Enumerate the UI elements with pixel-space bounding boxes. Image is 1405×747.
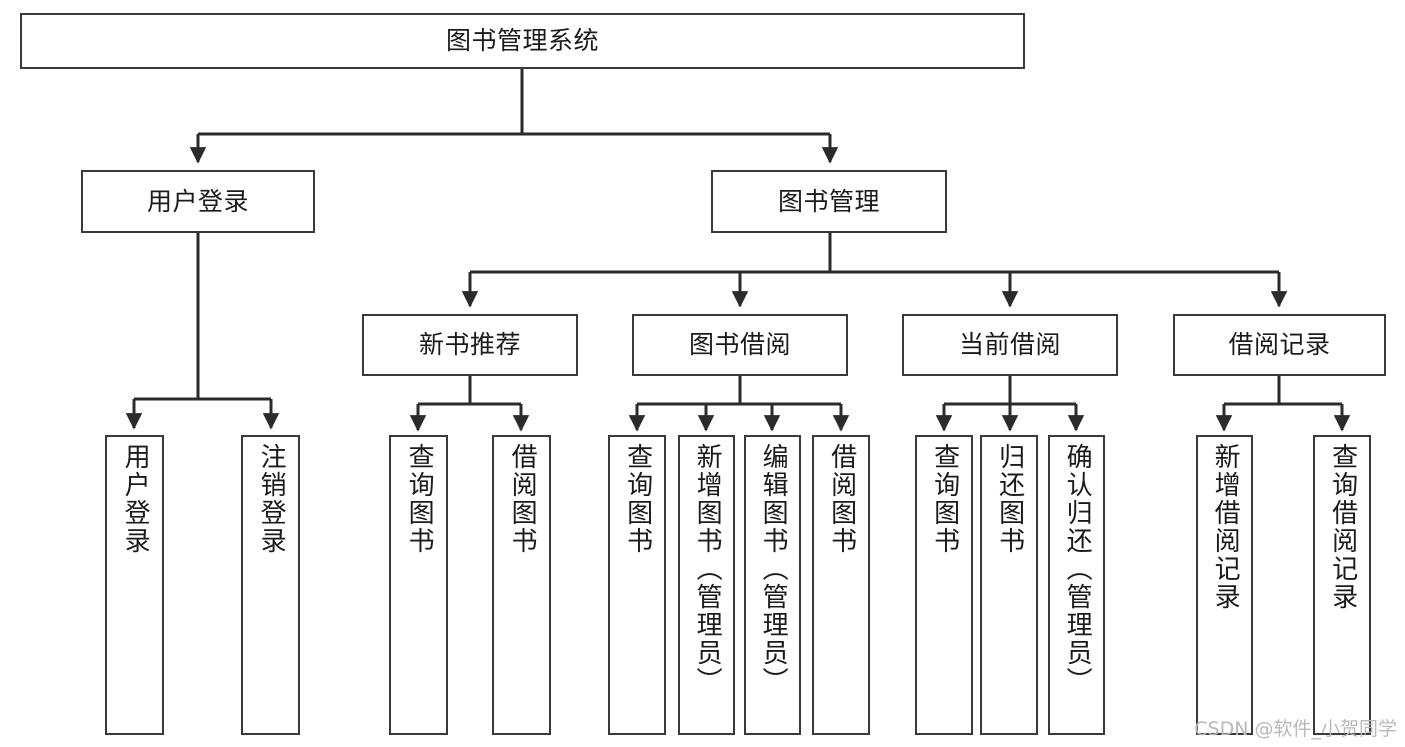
node-label: 借阅图书 <box>507 443 538 555</box>
leaf-current-borrow-return-book[interactable]: 归还图书 <box>980 435 1038 735</box>
node-book-management[interactable]: 图书管理 <box>711 170 947 233</box>
node-borrow-record[interactable]: 借阅记录 <box>1173 314 1386 376</box>
leaf-new-book-query-book[interactable]: 查询图书 <box>389 435 448 735</box>
node-label: 归还图书 <box>994 443 1025 555</box>
node-label: 用户登录 <box>146 186 249 216</box>
node-label: 注销登录 <box>256 443 287 555</box>
node-label: 图书管理系统 <box>445 26 599 56</box>
node-user-login[interactable]: 用户登录 <box>81 170 315 233</box>
leaf-book-borrow-borrow-book[interactable]: 借阅图书 <box>812 435 870 735</box>
leaf-borrow-record-add-record[interactable]: 新增借阅记录 <box>1196 435 1253 735</box>
node-label: 新增图书（管理员） <box>692 443 723 695</box>
leaf-current-borrow-query-book[interactable]: 查询图书 <box>915 435 973 735</box>
node-book-borrow[interactable]: 图书借阅 <box>632 314 848 376</box>
node-label: 借阅图书 <box>826 443 857 555</box>
node-label: 确认归还（管理员） <box>1062 443 1093 695</box>
node-label: 查询借阅记录 <box>1327 443 1358 611</box>
node-label: 图书借阅 <box>688 330 791 360</box>
leaf-book-borrow-add-book-admin[interactable]: 新增图书（管理员） <box>678 435 735 735</box>
node-label: 新增借阅记录 <box>1210 443 1241 611</box>
node-label: 编辑图书（管理员） <box>758 443 789 695</box>
node-label: 图书管理 <box>777 186 880 216</box>
node-label: 用户登录 <box>120 443 151 555</box>
node-label: 当前借阅 <box>958 330 1061 360</box>
node-label: 借阅记录 <box>1228 330 1331 360</box>
node-new-book-recommend[interactable]: 新书推荐 <box>362 314 578 376</box>
node-label: 查询图书 <box>929 443 960 555</box>
leaf-user-login-logout[interactable]: 注销登录 <box>241 435 300 735</box>
leaf-current-borrow-confirm-return-admin[interactable]: 确认归还（管理员） <box>1048 435 1105 735</box>
node-root-book-management-system[interactable]: 图书管理系统 <box>20 13 1025 69</box>
node-label: 新书推荐 <box>418 330 521 360</box>
node-current-borrow[interactable]: 当前借阅 <box>902 314 1118 376</box>
leaf-book-borrow-query-book[interactable]: 查询图书 <box>608 435 666 735</box>
leaf-borrow-record-query-record[interactable]: 查询借阅记录 <box>1313 435 1371 735</box>
csdn-watermark: CSDN @软件_小贺同学 <box>1194 718 1397 740</box>
leaf-user-login-login[interactable]: 用户登录 <box>105 435 164 735</box>
leaf-new-book-borrow-book[interactable]: 借阅图书 <box>492 435 551 735</box>
leaf-book-borrow-edit-book-admin[interactable]: 编辑图书（管理员） <box>744 435 801 735</box>
node-label: 查询图书 <box>622 443 653 555</box>
node-label: 查询图书 <box>404 443 435 555</box>
